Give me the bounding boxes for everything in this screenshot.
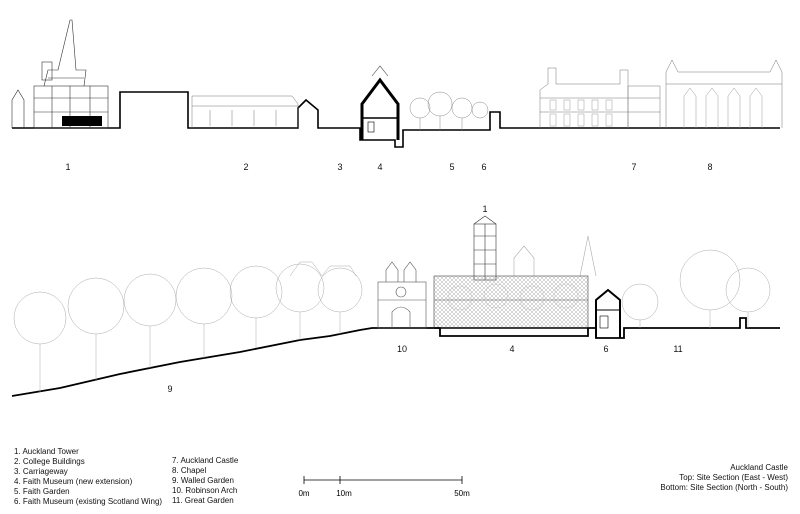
bottom-label-9: 9	[167, 384, 172, 394]
top-label-5: 5	[449, 162, 454, 172]
top-site-section	[11, 19, 783, 148]
legend-item: 9. Walled Garden	[172, 476, 234, 485]
bottom-label-1: 1	[482, 204, 487, 214]
bottom-section-labels: 1 10 4 6 11 9	[167, 204, 682, 394]
great-garden-trees	[621, 249, 771, 328]
legend-item: 1. Auckland Tower	[14, 447, 79, 456]
legend-item: 8. Chapel	[172, 466, 207, 475]
top-label-2: 2	[243, 162, 248, 172]
legend-item: 5. Faith Garden	[14, 487, 70, 496]
drawing-title: Auckland Castle	[730, 463, 788, 472]
robinson-arch	[377, 261, 427, 329]
scale-label-50m: 50m	[454, 489, 470, 498]
walled-garden-trees	[13, 261, 363, 392]
chapel-top	[665, 59, 783, 128]
scale-bar: 0m 10m 50m	[298, 476, 470, 498]
bottom-label-10: 10	[397, 344, 407, 354]
legend-item: 2. College Buildings	[14, 457, 85, 466]
legend-item: 11. Great Garden	[172, 496, 234, 505]
drawing-subtitle-bottom: Bottom: Site Section (North - South)	[660, 483, 788, 492]
top-label-7: 7	[631, 162, 636, 172]
drawing-subtitle-top: Top: Site Section (East - West)	[679, 473, 788, 482]
top-label-8: 8	[707, 162, 712, 172]
top-label-3: 3	[337, 162, 342, 172]
top-label-6: 6	[481, 162, 486, 172]
top-label-1: 1	[65, 162, 70, 172]
legend-item: 6. Faith Museum (existing Scotland Wing)	[14, 497, 163, 506]
bottom-label-11: 11	[673, 344, 682, 354]
scotland-wing-bottom	[595, 288, 621, 338]
faith-museum-extension-top	[360, 65, 400, 140]
legend-item: 4. Faith Museum (new extension)	[14, 477, 133, 486]
scale-label-10m: 10m	[336, 489, 352, 498]
top-section-labels: 1 2 3 4 5 6 7 8	[65, 162, 712, 172]
legend-item: 3. Carriageway	[14, 467, 68, 476]
auckland-tower-bottom	[473, 215, 597, 281]
college-buildings-top	[191, 95, 299, 128]
bottom-label-6: 6	[603, 344, 608, 354]
legend-column-1: 1. Auckland Tower 2. College Buildings 3…	[14, 447, 162, 507]
legend-item: 10. Robinson Arch	[172, 486, 238, 495]
legend-item: 7. Auckland Castle	[172, 456, 239, 465]
title-block: Auckland Castle Top: Site Section (East …	[660, 463, 788, 493]
bottom-label-4: 4	[509, 344, 514, 354]
faith-museum-extension-bottom	[433, 275, 589, 329]
bottom-site-section	[11, 215, 780, 397]
legend-column-2: 7. Auckland Castle 8. Chapel 9. Walled G…	[172, 456, 238, 506]
auckland-castle-top	[539, 67, 661, 128]
faith-garden-trees-top	[409, 91, 489, 130]
scale-label-0m: 0m	[298, 489, 309, 498]
top-label-4: 4	[377, 162, 382, 172]
auckland-tower-top	[11, 19, 109, 129]
